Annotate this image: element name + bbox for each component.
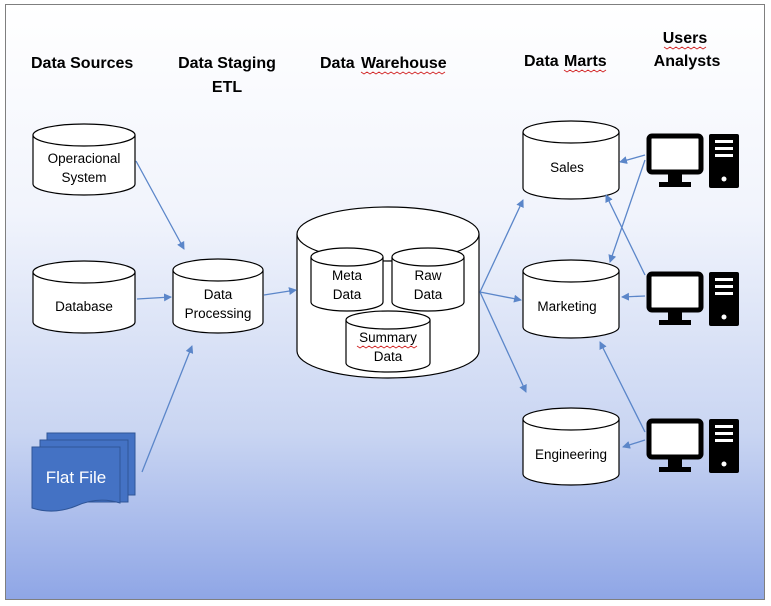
summary-data-cylinder: Summary Data xyxy=(345,310,431,373)
arrow-user1-to-marketing xyxy=(608,159,646,263)
arrow-flatfile-to-processing xyxy=(141,345,194,473)
sales-cylinder: Sales xyxy=(522,120,620,200)
header-data-word-2: Data xyxy=(524,53,559,70)
engineering-cylinder: Engineering xyxy=(522,407,620,486)
engineering-label: Engineering xyxy=(535,447,607,462)
database-label: Database xyxy=(55,299,113,314)
arrow-user2-to-marketing xyxy=(621,292,646,301)
arrow-user3-to-engineering xyxy=(622,439,646,449)
arrow-operational-to-processing xyxy=(135,160,185,250)
arrow-warehouse-to-engineering xyxy=(479,291,527,393)
header-data-staging: Data Staging xyxy=(178,55,276,72)
header-analysts: Analysts xyxy=(654,53,721,70)
summary-label-line1: Summary xyxy=(359,330,417,345)
spellcheck-underline xyxy=(360,71,446,75)
summary-label-line2: Data xyxy=(374,349,403,364)
arrow-user3-to-marketing xyxy=(599,341,646,433)
arrow-database-to-processing xyxy=(136,293,172,302)
header-data-word: Data xyxy=(320,55,355,72)
arrow-user1-to-sales xyxy=(619,154,646,164)
computer-icon xyxy=(646,133,739,188)
header-users: Users xyxy=(663,30,708,47)
spellcheck-underline xyxy=(356,345,418,349)
spellcheck-underline xyxy=(563,69,607,73)
marketing-label: Marketing xyxy=(537,299,596,314)
flat-file-icon: Flat File xyxy=(31,432,136,512)
data-processing-cylinder: Data Processing xyxy=(172,258,264,334)
header-warehouse: Warehouse xyxy=(361,55,447,72)
operational-label-line2: System xyxy=(61,170,106,185)
arrow-processing-to-warehouse xyxy=(263,287,297,296)
meta-data-cylinder: Meta Data xyxy=(310,247,384,312)
header-data-sources: Data Sources xyxy=(31,55,133,72)
meta-label-line2: Data xyxy=(333,287,362,302)
flat-file-label: Flat File xyxy=(46,468,106,487)
marketing-cylinder: Marketing xyxy=(522,259,620,339)
sales-label: Sales xyxy=(550,160,584,175)
spellcheck-underline xyxy=(663,46,707,50)
processing-label-line2: Processing xyxy=(185,306,252,321)
operational-system-cylinder: Operacional System xyxy=(32,123,136,196)
processing-label-line1: Data xyxy=(204,287,233,302)
meta-label-line1: Meta xyxy=(332,268,363,283)
database-cylinder: Database xyxy=(32,260,136,334)
computer-icon xyxy=(646,271,739,326)
header-marts: Marts xyxy=(564,53,607,70)
header-etl: ETL xyxy=(212,79,242,96)
arrow-user2-to-sales xyxy=(605,194,646,276)
raw-data-cylinder: Raw Data xyxy=(391,247,465,312)
raw-label-line1: Raw xyxy=(414,268,441,283)
raw-label-line2: Data xyxy=(414,287,443,302)
computer-icon xyxy=(646,418,739,473)
arrow-warehouse-to-marketing xyxy=(479,291,522,303)
arrow-warehouse-to-sales xyxy=(479,199,524,293)
operational-label-line1: Operacional xyxy=(48,151,121,166)
